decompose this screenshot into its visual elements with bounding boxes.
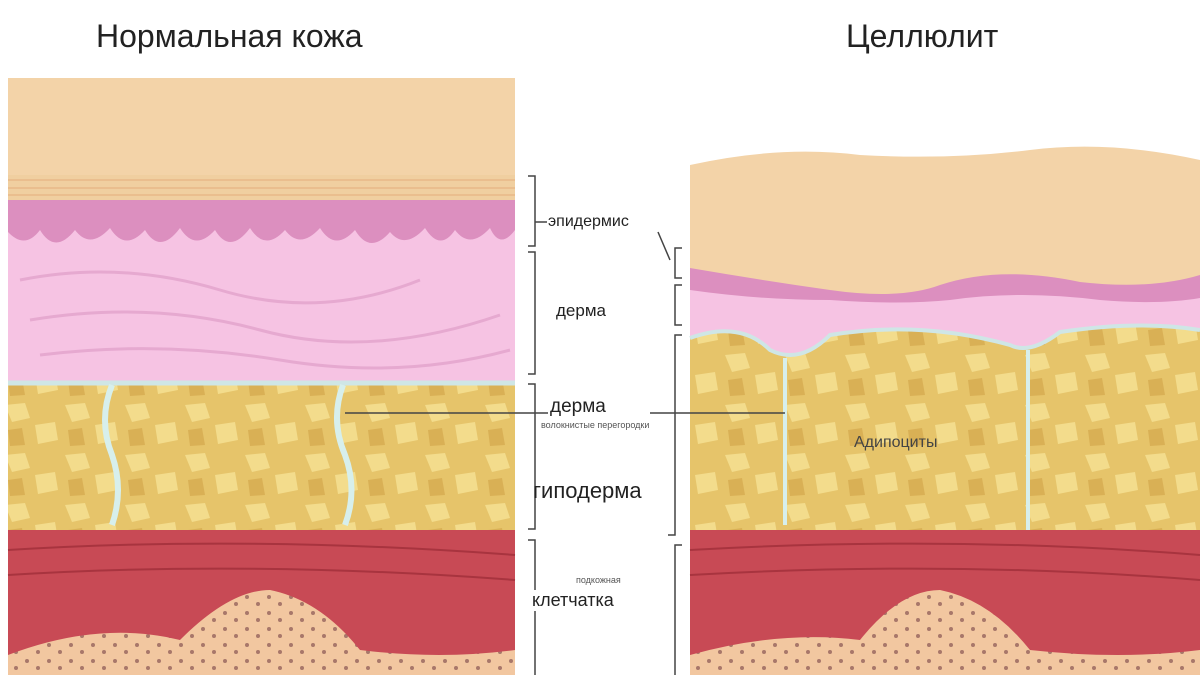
- label-adipocytes: Адипоциты: [854, 434, 938, 451]
- title-normal-skin: Нормальная кожа: [96, 18, 363, 54]
- bone-layer: [8, 590, 515, 675]
- label-fibrous-septa: волокнистые перегородки: [541, 420, 650, 430]
- fat-layer: [8, 385, 515, 533]
- label-dermis-septa: дерма: [550, 396, 606, 417]
- label-subcutaneous: подкожная: [576, 575, 621, 585]
- label-epidermis: эпидермис: [548, 213, 629, 230]
- normal-skin-panel: [7, 78, 516, 675]
- epidermis-layer: [8, 200, 515, 244]
- septa: [102, 383, 355, 527]
- cellulite-panel: [689, 146, 1200, 675]
- label-tissue: клетчатка: [530, 590, 622, 611]
- brackets: [345, 175, 785, 675]
- label-dermis: дерма: [556, 301, 606, 320]
- label-hypodermis: гиподерма: [533, 478, 642, 503]
- title-cellulite: Целлюлит: [846, 18, 999, 54]
